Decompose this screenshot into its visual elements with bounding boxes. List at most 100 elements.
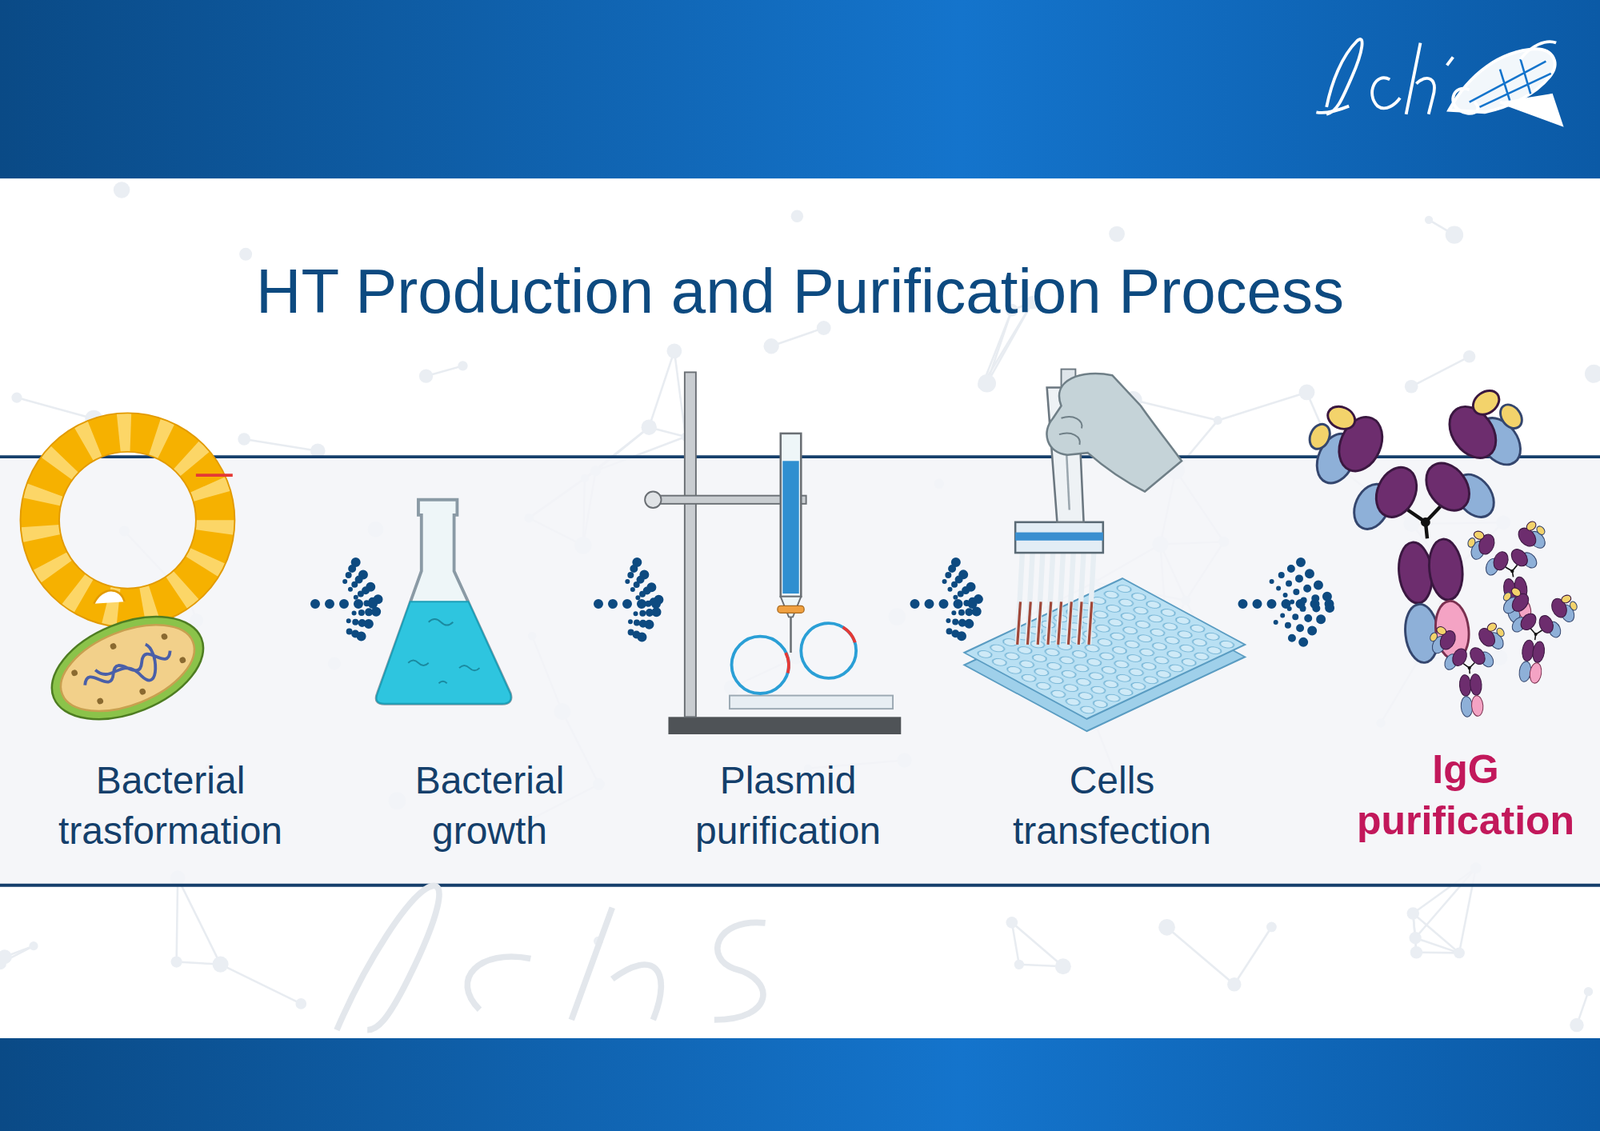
molecule-network	[1424, 216, 1433, 224]
molecule-network	[1014, 960, 1024, 970]
column-stand	[732, 636, 789, 694]
molecule-network	[763, 338, 779, 354]
pipette-tips	[1037, 551, 1043, 645]
molecule-network	[791, 210, 804, 223]
column-stand	[780, 433, 802, 597]
plasmid-ring	[196, 473, 233, 477]
column-stand	[782, 460, 799, 594]
molecule-network	[244, 439, 318, 452]
molecule-network	[220, 964, 302, 1004]
column-stand	[644, 492, 661, 508]
erlenmeyer-flask	[408, 619, 480, 684]
column-stand	[777, 605, 804, 613]
pipette-tips	[1078, 551, 1084, 645]
pipette-tips	[1078, 601, 1082, 645]
molecule-network	[113, 181, 131, 198]
pipette-tips	[1037, 601, 1041, 645]
brand-logo	[1500, 93, 1562, 124]
molecule-network	[1584, 987, 1593, 996]
erlenmeyer-flask	[376, 500, 512, 704]
process-step: Bacterial trasformation	[30, 400, 311, 864]
antibody-small	[1428, 620, 1512, 720]
dotted-arrow	[315, 562, 381, 646]
multichannel-pipette	[1015, 532, 1104, 541]
molecule-network	[1584, 364, 1600, 384]
column-stand	[789, 616, 792, 653]
arrow-chevron	[944, 581, 961, 627]
molecule-network	[0, 181, 1600, 1032]
pipette-tips	[1048, 551, 1053, 645]
pipette-tips	[1058, 601, 1062, 645]
molecule-network	[1217, 392, 1307, 420]
molecule-network	[1055, 958, 1072, 975]
watermark-logo	[336, 885, 766, 1030]
pipette-tips	[1068, 601, 1072, 645]
well-plate	[964, 578, 1245, 720]
bacterium	[70, 668, 79, 677]
molecule-network	[11, 392, 22, 403]
erlenmeyer-flask	[376, 500, 512, 704]
step-label: Bacterial trasformation	[36, 756, 304, 856]
pipette-tips	[1017, 601, 1021, 645]
molecule-network	[648, 351, 675, 428]
molecule-network	[1404, 380, 1419, 394]
step-label: Plasmid purification	[672, 756, 904, 856]
molecule-network	[771, 328, 824, 347]
bacterium	[160, 632, 169, 641]
well-plate	[964, 578, 1245, 720]
pipette-tips	[1017, 551, 1095, 645]
molecule-network	[1410, 946, 1424, 960]
bacterium	[109, 642, 118, 651]
molecule-network	[16, 397, 94, 420]
molecule-network	[457, 360, 468, 371]
molecule-network	[1408, 932, 1421, 944]
molecule-network	[419, 369, 433, 384]
watermark-logo	[336, 885, 440, 1030]
arrow-chevron	[1300, 562, 1333, 646]
plasmid-ring	[40, 432, 216, 608]
process-step: Bacterial growth	[385, 400, 594, 864]
column-stand	[800, 623, 856, 679]
dotted-arrow	[1243, 562, 1334, 646]
molecule-network	[1453, 947, 1465, 959]
molecule-network	[666, 343, 682, 359]
pipette-tips	[1088, 601, 1092, 645]
process-step: Plasmid purification	[666, 400, 911, 864]
arrow-chevron	[1272, 581, 1295, 627]
molecule-network	[171, 956, 183, 968]
brand-logo	[1520, 41, 1557, 60]
molecule-network	[237, 432, 251, 446]
dotted-arrow	[598, 562, 662, 646]
process-step: IgG purification	[1337, 400, 1594, 864]
brand-logo	[1372, 77, 1400, 108]
multichannel-pipette	[1015, 522, 1104, 553]
column-stand	[684, 372, 696, 717]
bacterium	[36, 596, 219, 740]
molecule-network	[1227, 977, 1241, 992]
molecule-network	[1213, 416, 1223, 425]
pipette-tips	[1027, 601, 1031, 645]
arrow-chevron	[344, 581, 360, 627]
bacterium	[138, 688, 147, 696]
gloved-hand	[1046, 373, 1182, 492]
molecule-network	[0, 949, 12, 964]
column-stand	[644, 372, 901, 735]
plasmid-ring	[59, 452, 196, 589]
brand-logo	[1406, 43, 1435, 115]
pipette-tips	[1068, 551, 1073, 645]
molecule-network	[1158, 919, 1176, 936]
molecule-network	[177, 878, 220, 965]
plasmid-ring	[20, 412, 236, 628]
page-title: HT Production and Purification Process	[0, 254, 1600, 330]
arrow-chevron	[1291, 568, 1320, 640]
arrow-chevron	[633, 568, 655, 640]
antibody-small	[1428, 517, 1580, 720]
molecule-network	[1299, 384, 1316, 401]
bacterium	[48, 608, 208, 729]
molecule-network	[674, 351, 686, 437]
band-line	[0, 884, 1600, 888]
molecule-network	[1416, 951, 1460, 954]
